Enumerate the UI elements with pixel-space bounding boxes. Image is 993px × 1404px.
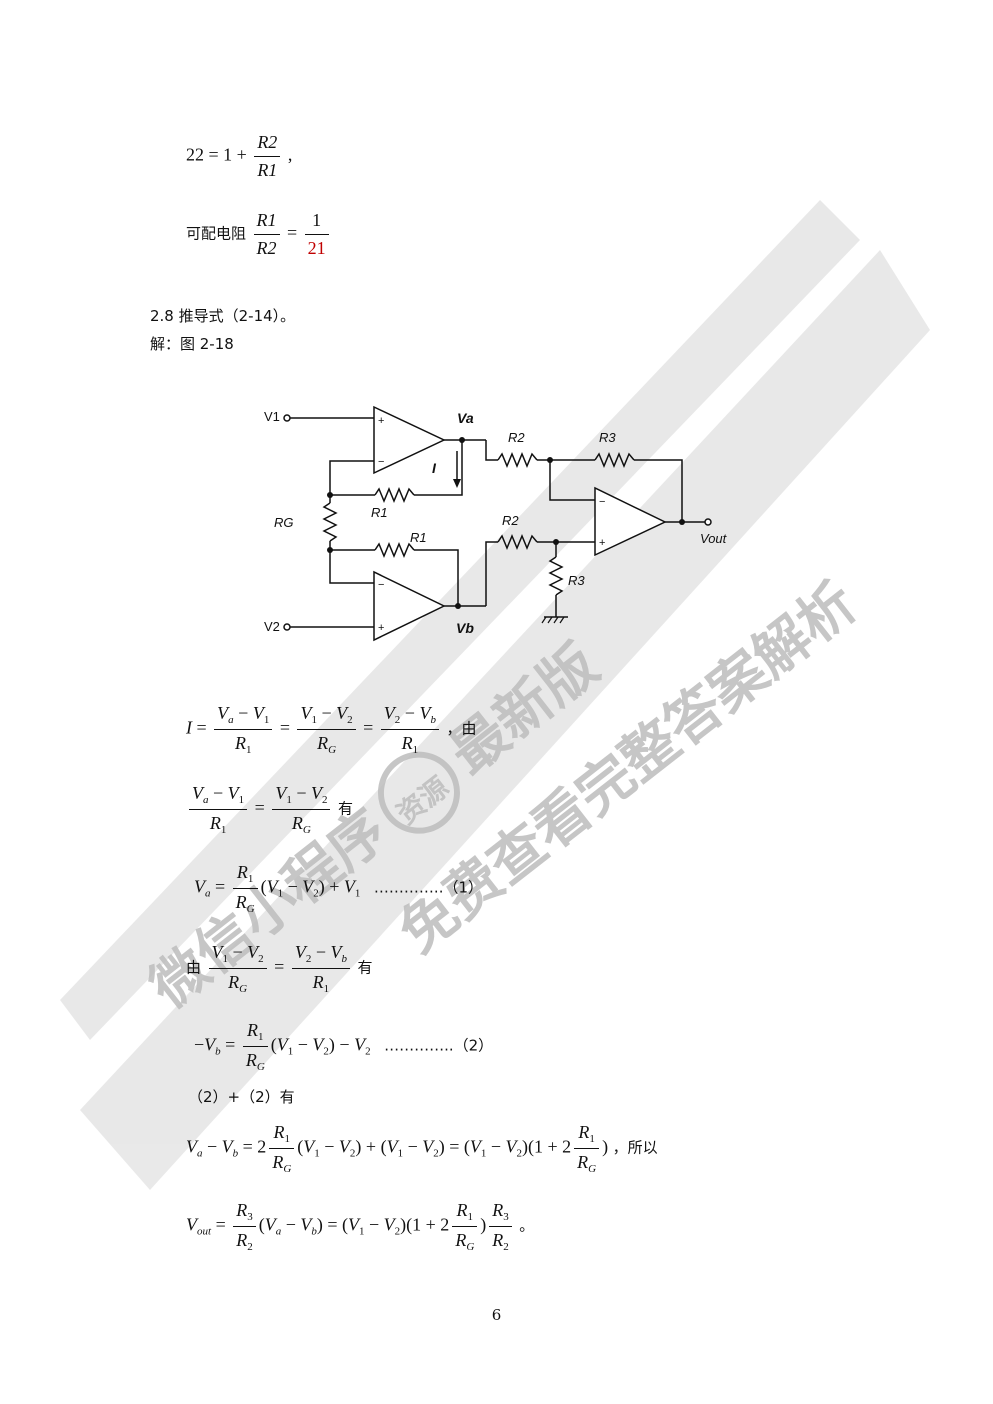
header-eq-fraction: R2 R1: [254, 132, 281, 181]
node-va-dot: [459, 437, 465, 443]
eq4-suffix: 有: [357, 958, 373, 977]
eq3-label: …………..（1）: [373, 878, 484, 897]
node-rg-top-dot: [327, 492, 333, 498]
eq5-label: …………..（2）: [384, 1036, 494, 1055]
label-v1: V1: [264, 409, 280, 424]
current-arrow-icon: [453, 479, 461, 488]
header-eq-num: R2: [254, 132, 281, 157]
opamp-bottom-minus: −: [378, 579, 384, 591]
node-vb-dot: [455, 603, 461, 609]
config-equation: 可配电阻 R1 R2 = 1 21: [186, 210, 332, 259]
opamp-top-minus: −: [378, 456, 384, 468]
config-eq: =: [287, 222, 298, 243]
eq2-suffix: 有: [337, 799, 353, 818]
opamp-out-plus: +: [599, 537, 605, 549]
eq6-suffix: ，所以: [612, 1138, 658, 1157]
config-ratio-den: 21: [307, 238, 326, 258]
config-ratio-num: 1: [304, 210, 329, 235]
circuit-diagram: V1 V2 Va Vb I R2 R3 R1 R1 RG R2 R3 Vout …: [264, 405, 728, 642]
label-v2: V2: [264, 619, 280, 634]
config-fraction: R1 R2: [253, 210, 280, 259]
header-eq-tail: ,: [287, 144, 293, 165]
label-r2-top: R2: [508, 430, 525, 445]
label-va: Va: [457, 410, 474, 426]
eq1-suffix: ，由: [446, 719, 477, 738]
eq7-suffix: 。: [519, 1216, 535, 1235]
watermark-badge: 资源: [390, 770, 454, 830]
node-vout-dot: [679, 519, 685, 525]
node-r2-r3-bottom-dot: [553, 539, 559, 545]
config-prefix: 可配电阻: [186, 224, 247, 243]
node-r2-r3-top-dot: [547, 457, 553, 463]
label-r3-bottom: R3: [568, 573, 585, 588]
opamp-bottom-plus: +: [378, 622, 384, 634]
node-rg-bottom-dot: [327, 547, 333, 553]
label-r1-bottom: R1: [410, 530, 427, 545]
header-eq-den: R1: [257, 160, 278, 180]
label-current: I: [432, 460, 437, 476]
label-r3-top: R3: [599, 430, 616, 445]
label-vb: Vb: [456, 620, 474, 636]
sum-line: （2）+（2）有: [188, 1088, 295, 1106]
eq4-prefix: 由: [186, 958, 202, 977]
label-r2-bottom: R2: [502, 513, 519, 528]
opamp-out-minus: −: [599, 496, 605, 508]
config-num: R1: [253, 210, 280, 235]
solution-label: 解：图 2-18: [150, 335, 234, 353]
problem-title: 2.8 推导式（2-14）。: [150, 307, 296, 325]
config-den: R2: [256, 238, 277, 258]
opamp-top-plus: +: [378, 415, 384, 427]
label-rg: RG: [274, 515, 294, 530]
header-eq-lhs: 22 = 1 +: [186, 144, 247, 165]
label-r1-top: R1: [371, 505, 388, 520]
page-number: 6: [491, 1306, 502, 1324]
config-ratio: 1 21: [304, 210, 329, 259]
label-vout: Vout: [700, 531, 728, 546]
header-equation: 22 = 1 + R2 R1 ,: [186, 132, 292, 181]
